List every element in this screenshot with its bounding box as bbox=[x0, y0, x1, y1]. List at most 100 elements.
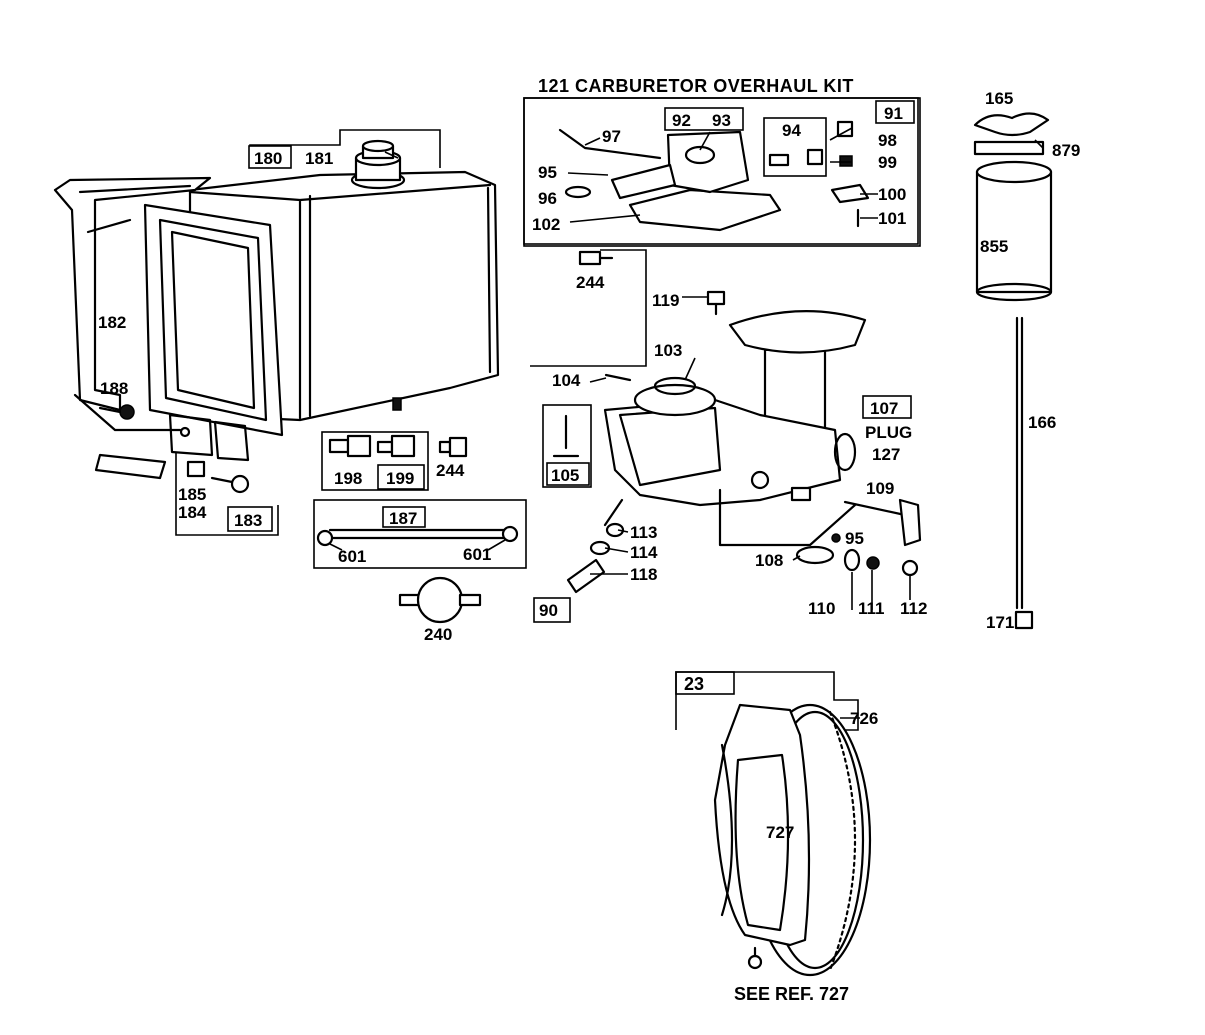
screw-95-lower bbox=[831, 533, 841, 543]
needle-94 bbox=[768, 153, 790, 167]
tank-bracket bbox=[53, 176, 212, 412]
spring-111 bbox=[866, 556, 880, 570]
fuel-filter-240 bbox=[398, 576, 482, 624]
spring-99 bbox=[839, 155, 853, 167]
screw-184 bbox=[210, 474, 250, 494]
label-90: 90 bbox=[539, 601, 558, 620]
label-199: 199 bbox=[386, 469, 414, 488]
tank-frame-window bbox=[170, 230, 256, 410]
group-90-outline bbox=[530, 249, 647, 367]
label-185: 185 bbox=[178, 485, 206, 504]
label-92: 92 bbox=[672, 111, 691, 130]
fuel-tank-group bbox=[53, 129, 500, 536]
label-94: 94 bbox=[782, 121, 801, 140]
clamp-601-right bbox=[501, 525, 519, 543]
group-105-box bbox=[542, 404, 592, 488]
label-601-right: 601 bbox=[463, 545, 491, 564]
fitting-244-upper bbox=[578, 250, 614, 266]
gasket-108 bbox=[795, 545, 835, 565]
label-99: 99 bbox=[878, 153, 897, 172]
label-104: 104 bbox=[552, 371, 581, 390]
lever-109 bbox=[898, 498, 922, 547]
label-23: 23 bbox=[684, 674, 704, 694]
label-101: 101 bbox=[878, 209, 906, 228]
needle-94-head bbox=[806, 148, 824, 166]
carb-venturi-bore bbox=[653, 376, 697, 396]
rod-166 bbox=[1015, 316, 1024, 610]
screw-119 bbox=[706, 290, 726, 316]
label-109: 109 bbox=[866, 479, 894, 498]
filter-855-top bbox=[975, 160, 1053, 184]
carb-boss bbox=[790, 486, 812, 502]
tank-bracket-detail bbox=[73, 184, 192, 432]
ring-gear-teeth bbox=[828, 710, 857, 972]
needle-105 bbox=[552, 414, 580, 458]
fuel-tank-edge bbox=[188, 183, 492, 420]
spring-113 bbox=[605, 522, 625, 538]
air-cleaner-group bbox=[973, 112, 1053, 630]
bracket-foot bbox=[94, 453, 167, 480]
kit-title: 121 CARBURETOR OVERHAUL KIT bbox=[538, 76, 854, 96]
label-244-upper: 244 bbox=[576, 273, 605, 292]
screw-188 bbox=[98, 404, 135, 420]
label-91: 91 bbox=[884, 104, 903, 123]
carb-throttle-arm bbox=[610, 163, 677, 200]
label-103: 103 bbox=[654, 341, 682, 360]
clamp-601-left bbox=[316, 529, 334, 547]
carburetor-kit-group bbox=[523, 97, 921, 247]
label-118: 118 bbox=[630, 565, 657, 584]
fitting-244-lower bbox=[438, 436, 468, 458]
label-184: 184 bbox=[178, 503, 207, 522]
label-box-183 bbox=[227, 506, 273, 532]
label-box-90 bbox=[533, 597, 571, 623]
label-119: 119 bbox=[652, 291, 679, 310]
label-108: 108 bbox=[755, 551, 783, 570]
screw-see-ref bbox=[747, 954, 763, 970]
leader-lines bbox=[329, 127, 1044, 719]
label-95-lower: 95 bbox=[845, 529, 864, 548]
label-601-left: 601 bbox=[338, 547, 366, 566]
filter-855-bottom bbox=[975, 282, 1053, 302]
label-198: 198 bbox=[334, 469, 362, 488]
blower-group bbox=[675, 671, 872, 977]
pin-104 bbox=[604, 373, 632, 382]
label-100: 100 bbox=[878, 185, 906, 204]
fuel-line-group-187 bbox=[313, 499, 527, 569]
label-181: 181 bbox=[305, 149, 333, 168]
label-105: 105 bbox=[551, 466, 579, 485]
lever-100 bbox=[830, 183, 870, 204]
label-box-187 bbox=[382, 506, 426, 528]
label-box-91 bbox=[875, 100, 915, 124]
tank-frame-inner bbox=[158, 218, 268, 422]
washer-96 bbox=[564, 185, 592, 199]
blower-housing-inner bbox=[734, 753, 790, 932]
bracket-hole bbox=[179, 426, 191, 438]
carb-flange bbox=[728, 310, 867, 354]
label-187: 187 bbox=[389, 509, 417, 528]
jet-118 bbox=[566, 558, 606, 594]
label-plug: PLUG bbox=[865, 423, 912, 442]
label-188: 188 bbox=[100, 379, 128, 398]
nut-171 bbox=[1014, 610, 1034, 630]
fuel-cap bbox=[350, 139, 406, 190]
label-112: 112 bbox=[900, 599, 927, 618]
tank-drain bbox=[392, 397, 402, 411]
label-879: 879 bbox=[1052, 141, 1080, 160]
label-97: 97 bbox=[602, 127, 621, 146]
label-171: 171 bbox=[986, 613, 1014, 632]
label-113: 113 bbox=[630, 523, 657, 542]
label-114: 114 bbox=[630, 543, 658, 562]
shaft-97 bbox=[558, 128, 662, 160]
shaft-109 bbox=[843, 500, 907, 517]
label-240: 240 bbox=[424, 625, 452, 644]
label-165: 165 bbox=[985, 89, 1013, 108]
label-98: 98 bbox=[878, 131, 897, 150]
label-box-180 bbox=[248, 145, 292, 169]
callout-labels: 121 CARBURETOR OVERHAUL KIT 180 181 182 … bbox=[98, 76, 1080, 1004]
label-102: 102 bbox=[532, 215, 560, 234]
label-166: 166 bbox=[1028, 413, 1056, 432]
group-107-box bbox=[862, 395, 912, 419]
washer-110 bbox=[843, 548, 861, 572]
carb-bolt-hole bbox=[750, 470, 770, 490]
